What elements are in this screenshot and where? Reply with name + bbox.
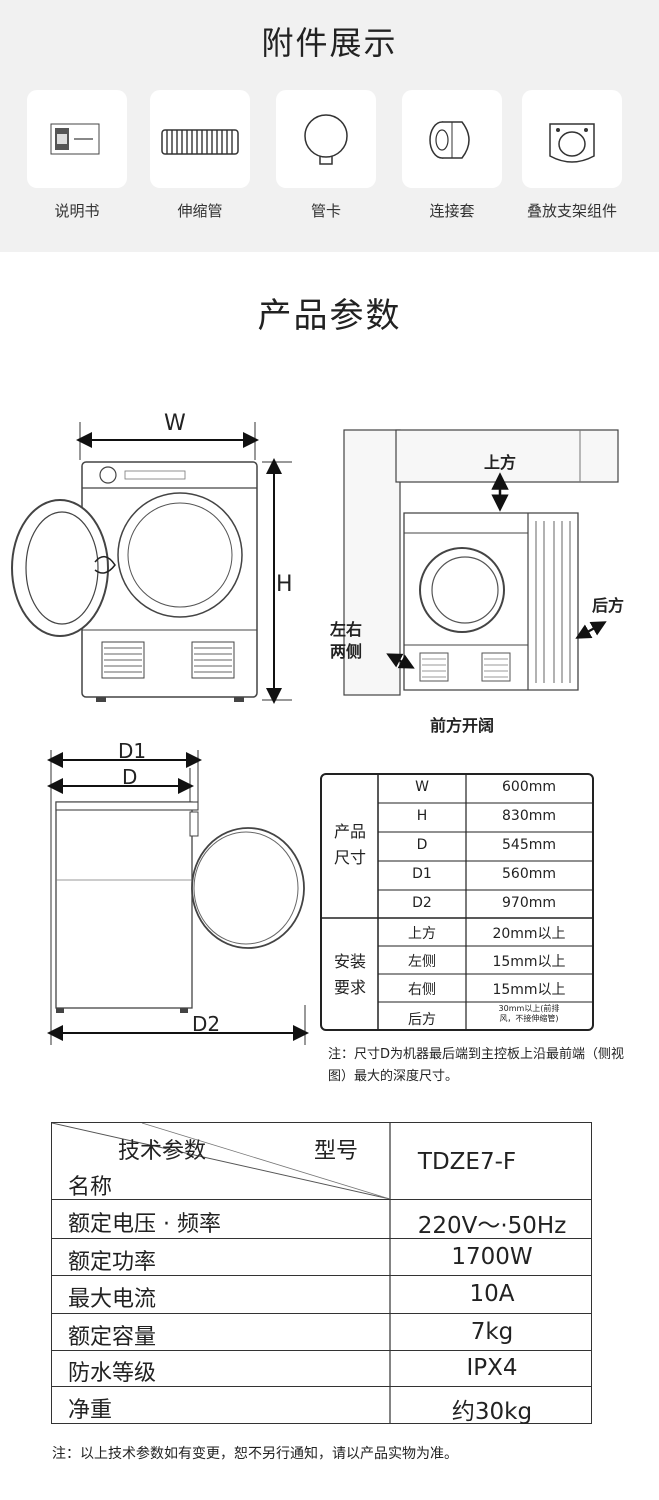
row-name: 净重 — [68, 1398, 113, 1423]
manual-label: 说明书 — [54, 202, 100, 220]
row-value: 220V～·50Hz — [417, 1213, 567, 1239]
params-title: 产品参数 — [257, 296, 402, 336]
connector-card — [402, 90, 502, 188]
header-model-label: 型号 — [314, 1139, 359, 1164]
table-row: 额定电压 · 频率 220V～·50Hz — [52, 1199, 591, 1239]
clamp-label: 管卡 — [310, 202, 341, 220]
table-row: 额定容量 7kg — [52, 1313, 591, 1351]
connector-label: 连接套 — [429, 202, 475, 220]
install-name: 上方 — [408, 926, 436, 942]
bracket-card — [522, 90, 622, 188]
size-name: W — [415, 779, 429, 795]
d-label: D — [122, 765, 138, 789]
dimension-table: 产品 尺寸 安装 要求 W 600mm H 830mm D 545mm D1 5… — [320, 773, 594, 1031]
size-value: 970mm — [502, 895, 556, 911]
dimension-table-grid — [322, 775, 592, 1029]
hose-card — [150, 90, 250, 188]
row-name: 额定电压 · 频率 — [68, 1212, 221, 1237]
d2-label: D2 — [192, 1012, 221, 1036]
install-back-label: 后方 — [592, 596, 625, 615]
accessories-title: 附件展示 — [261, 24, 398, 62]
header-param-label: 技术参数 — [118, 1139, 207, 1164]
install-value: 15mm以上 — [492, 982, 566, 998]
connector-sleeve-icon — [429, 121, 470, 159]
row-value: 1700W — [451, 1244, 533, 1270]
size-name: D — [416, 837, 428, 853]
manual-icon — [50, 123, 100, 155]
header-name-label: 名称 — [68, 1175, 113, 1200]
install-value: 15mm以上 — [492, 954, 566, 970]
front-view-diagram — [11, 422, 292, 704]
w-label: W — [164, 411, 186, 436]
dimension-note: 注：尺寸D为机器最后端到主控板上沿最前端（侧视图）最大的深度尺寸。 — [328, 1047, 625, 1084]
table-row: 最大电流 10A — [52, 1275, 591, 1314]
install-front-label: 前方开阔 — [430, 716, 495, 735]
size-name: D2 — [412, 895, 432, 911]
install-name: 左侧 — [408, 954, 436, 970]
flexible-hose-icon — [161, 129, 239, 155]
row-value: 约30kg — [451, 1399, 533, 1425]
row-name: 最大电流 — [68, 1287, 157, 1312]
pipe-clamp-icon — [304, 114, 348, 165]
install-value: 30mm以上(前排 风，不接伸缩管) — [498, 1004, 560, 1023]
size-value: 545mm — [502, 837, 556, 853]
row-name: 额定容量 — [68, 1325, 157, 1350]
size-name: D1 — [412, 866, 432, 882]
tech-table-grid — [52, 1123, 391, 1423]
row-value: 7kg — [470, 1319, 514, 1345]
install-name: 后方 — [408, 1012, 436, 1028]
size-name: H — [416, 808, 428, 824]
side-view-diagram — [47, 750, 309, 1045]
size-value: 560mm — [502, 866, 556, 882]
size-group-label: 产品 尺寸 — [333, 822, 366, 867]
bracket-label: 叠放支架组件 — [526, 202, 617, 220]
install-top-label: 上方 — [484, 453, 517, 472]
footer-note: 注：以上技术参数如有变更，恕不另行通知，请以产品实物为准。 — [52, 1446, 458, 1462]
size-value: 830mm — [502, 808, 556, 824]
install-name: 右侧 — [408, 982, 436, 998]
tech-spec-table: 技术参数 型号 名称 TDZE7-F 额定电压 · 频率 220V～·50Hz … — [51, 1122, 592, 1425]
manual-card — [27, 90, 127, 188]
install-value: 20mm以上 — [492, 926, 566, 942]
model-value: TDZE7-F — [417, 1149, 517, 1175]
hose-label: 伸缩管 — [177, 202, 223, 220]
table-row: 净重 约30kg — [52, 1386, 591, 1425]
installation-diagram — [343, 429, 619, 696]
accessories-section: 附件展示 — [0, 0, 659, 252]
row-value: IPX4 — [466, 1355, 518, 1381]
h-label: H — [276, 572, 293, 597]
row-name: 额定功率 — [68, 1250, 157, 1275]
row-value: 10A — [469, 1281, 515, 1307]
table-row: 防水等级 IPX4 — [52, 1350, 591, 1387]
d1-label: D1 — [118, 739, 147, 763]
size-value: 600mm — [502, 779, 556, 795]
clamp-card — [276, 90, 376, 188]
stacking-bracket-icon — [549, 123, 595, 163]
install-group-label: 安装 要求 — [333, 952, 366, 997]
install-sides-label: 左右 两侧 — [330, 620, 363, 661]
table-row: 额定功率 1700W — [52, 1238, 591, 1276]
row-name: 防水等级 — [68, 1361, 157, 1386]
